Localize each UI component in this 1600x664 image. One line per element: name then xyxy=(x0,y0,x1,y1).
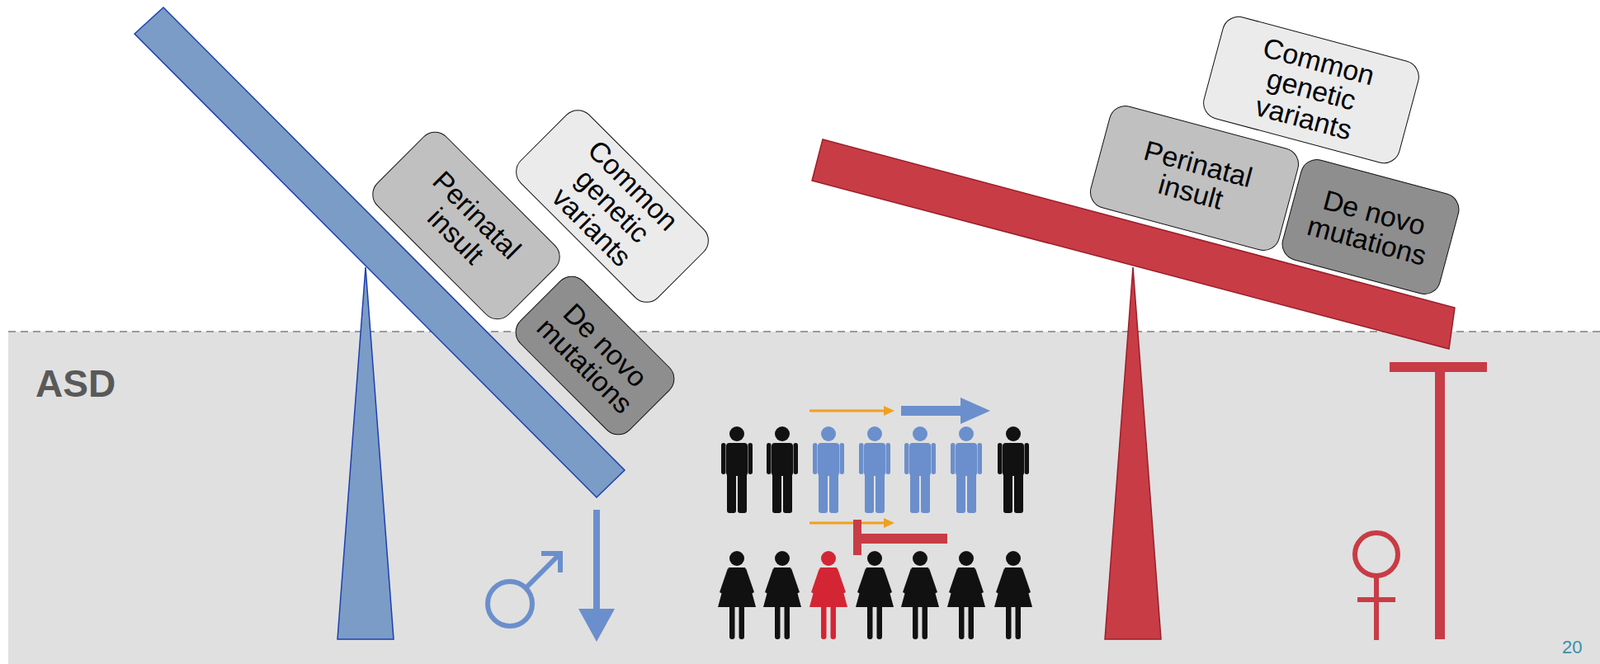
male-beam xyxy=(134,7,625,498)
block-text: De novo mutations xyxy=(525,286,664,425)
page-number: 20 xyxy=(1562,637,1582,659)
block-text: De novo mutations xyxy=(1293,179,1449,274)
inhibition-bar xyxy=(1389,367,1487,640)
risk-arrows xyxy=(809,397,991,556)
down-arrow xyxy=(578,509,615,642)
female-population xyxy=(717,551,1033,640)
female-symbol xyxy=(1354,533,1398,641)
male-population xyxy=(721,426,1029,514)
factor-block: De novo mutations xyxy=(1278,155,1464,299)
male-symbol xyxy=(487,553,561,627)
threshold-line xyxy=(8,330,1600,333)
male-fulcrum xyxy=(337,267,394,640)
female-fulcrum xyxy=(1104,267,1162,640)
asd-region xyxy=(8,331,1600,664)
region-label: ASD xyxy=(35,361,116,406)
block-text: Perinatal insult xyxy=(1100,127,1288,230)
